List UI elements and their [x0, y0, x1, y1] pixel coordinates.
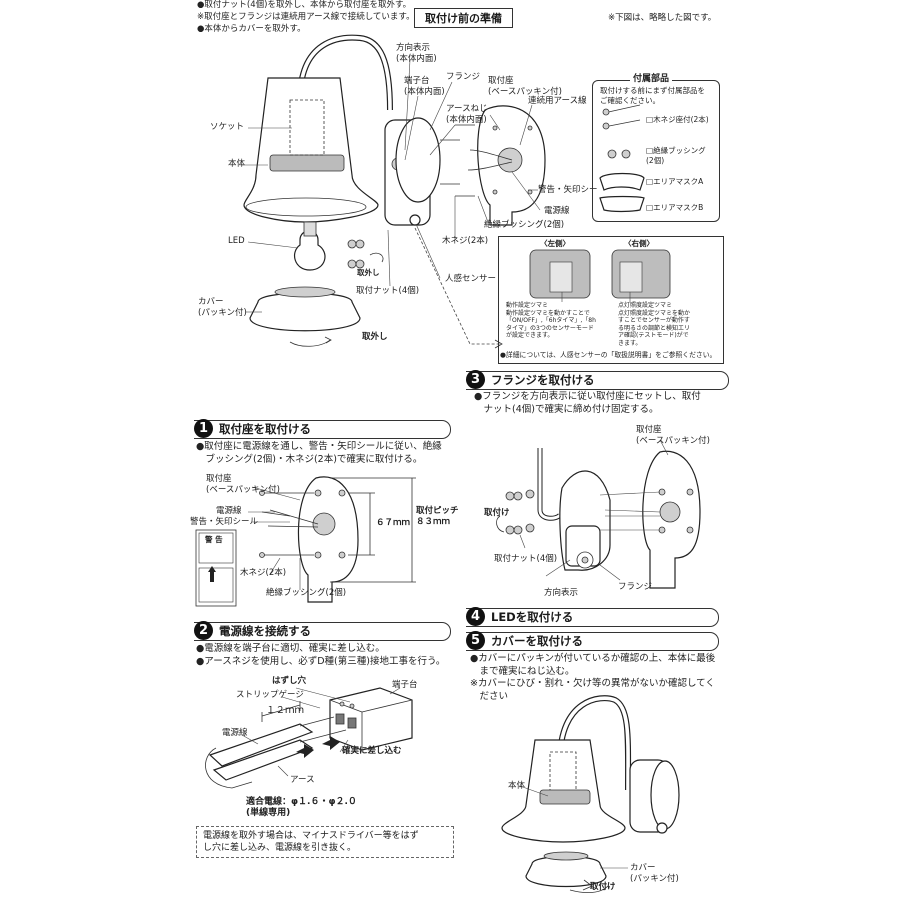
label-cover: カバー (パッキン付)	[198, 297, 247, 318]
accessories-desc: 取付けする前にまず付属部品を ご確認ください。	[600, 86, 705, 105]
step1-header: 1 取付座を取付ける	[194, 419, 451, 439]
step2-label-terminal: 端子台	[392, 680, 418, 690]
step3-header: 3 フランジを取付ける	[466, 370, 729, 390]
step5-title: カバーを取付ける	[491, 634, 583, 648]
step2-label-power: 電源線	[222, 728, 248, 738]
step1-title: 取付座を取付ける	[219, 422, 311, 436]
label-direction: 方向表示 (本体内面)	[396, 43, 437, 64]
label-warning-seal: 警告・矢印シー	[538, 185, 598, 195]
sensor-right-caption: 点灯照度設定ツマミ 点灯照度設定ツマミを動か すことでセンサーが動作す る明るさ…	[618, 302, 691, 347]
sensor-panel	[498, 236, 724, 364]
step1-label-67: ６７ｍｍ	[376, 518, 411, 528]
label-nut: 取付ナット(4個)	[356, 286, 420, 296]
label-earth-screw: アースねじ (本体内面)	[446, 104, 488, 125]
step3-number: 3	[466, 370, 485, 389]
step5-number: 5	[466, 631, 485, 650]
top-note-1: ●取付ナット(4個)を取外し、本体から取付座を取外す。	[197, 0, 412, 10]
top-note-2: ※取付座とフランジは連続用アース線で接続しています。	[197, 12, 415, 22]
label-terminal: 端子台 (本体内面)	[404, 76, 445, 97]
sensor-footnote: ●詳細については、人感センサーの「取扱説明書」をご参照ください。	[500, 351, 717, 359]
step2-label-hole: はずし穴	[272, 676, 307, 686]
step2-label-12mm: １２ｍｍ	[266, 705, 305, 716]
accessory-item-1: □木ネジ座付(2本)	[646, 115, 709, 124]
step2-header: 2 電源線を接続する	[194, 621, 451, 641]
step1-label-bushing: 絶縁ブッシング(2個)	[266, 588, 347, 598]
step3-label-nut: 取付ナット(4個)	[494, 554, 558, 564]
sensor-right-label: 〈右側〉	[624, 239, 654, 248]
label-earth-wire: 連続用アース線	[528, 96, 587, 106]
step1-text: ●取付座に電源線を通し、警告・矢印シールに従い、絶縁 ブッシング(2個)・木ネジ…	[196, 441, 442, 465]
label-remove-2: 取外し	[362, 332, 388, 342]
step1-label-base: 取付座 (ベースパッキン付)	[206, 474, 280, 495]
accessories-title: 付属部品	[630, 74, 673, 85]
label-led: LED	[228, 236, 245, 246]
step2-wire-spec: 適合電線：φ１.６・φ２.０ (単線専用)	[246, 797, 357, 818]
step2-title: 電源線を接続する	[219, 624, 311, 638]
step1-warn-head: 警 告	[205, 535, 223, 544]
step2-label-gauge: ストリップゲージ	[236, 690, 304, 700]
step2-note: 電源線を取外す場合は、マイナスドライバー等をはず し穴に差し込み、電源線を引き抜…	[196, 826, 454, 858]
step3-title: フランジを取付ける	[491, 373, 595, 387]
label-remove-1: 取外し	[357, 268, 380, 277]
label-sensor: 人感センサー	[445, 274, 497, 284]
step3-label-flange: フランジ	[618, 582, 653, 592]
step1-label-seal: 警告・矢印シール	[190, 517, 259, 527]
step3-text: ●フランジを方向表示に従い取付座にセットし、取付 ナット(4個)で確実に締め付け…	[474, 391, 701, 415]
step4-header: 4 LEDを取付ける	[466, 607, 719, 627]
accessory-item-2: □絶縁ブッシング (2個)	[646, 146, 706, 165]
top-note-3: ●本体からカバーを取外す。	[197, 24, 306, 34]
label-body: 本体	[228, 159, 246, 169]
accessory-item-3: □エリアマスクA	[646, 177, 704, 186]
step2-number: 2	[194, 621, 213, 640]
label-flange: フランジ	[446, 72, 481, 82]
sensor-left-label: 〈左側〉	[540, 239, 570, 248]
label-wood-screw: 木ネジ(2本)	[442, 236, 489, 246]
step3-label-attach: 取付け	[484, 508, 510, 518]
step3-label-base: 取付座 (ベースパッキン付)	[636, 425, 710, 446]
step1-label-power: 電源線	[216, 506, 242, 516]
accessory-item-4: □エリアマスクB	[646, 203, 704, 212]
step3-label-direction: 方向表示	[544, 588, 579, 598]
step5-header: 5 カバーを取付ける	[466, 631, 719, 651]
step1-label-pitch: 取付ピッチ ８３ｍｍ	[416, 506, 459, 527]
step4-title: LEDを取付ける	[491, 610, 574, 624]
abbrev-note: ※下図は、略略した図です。	[608, 13, 717, 23]
step5-label-attach: 取付け	[590, 882, 616, 892]
step1-number: 1	[194, 419, 213, 438]
step2-label-insert: 確実に差し込む	[342, 746, 402, 756]
prep-title: 取付け前の準備	[414, 8, 513, 28]
step5-label-cover: カバー (パッキン付)	[630, 863, 679, 884]
label-mount-base: 取付座 (ベースパッキン付)	[488, 76, 562, 97]
step5-label-body: 本体	[508, 781, 526, 791]
label-bushing: 絶縁ブッシング(2個)	[484, 220, 565, 230]
sensor-left-caption: 動作設定ツマミ 動作設定ツマミを動かすことで 「ON/OFF」,「6hタイマ」,…	[506, 302, 596, 340]
step2-label-earth: アース	[290, 775, 315, 785]
step1-label-screw: 木ネジ(2本)	[240, 568, 287, 578]
step4-number: 4	[466, 607, 485, 626]
step2-text: ●電源線を端子台に適切、確実に差し込む。 ●アースネジを使用し、必ずD種(第三種…	[196, 643, 446, 667]
label-power-wire: 電源線	[544, 206, 570, 216]
label-socket: ソケット	[210, 122, 245, 132]
step5-text: ●カバーにパッキンが付いているか確認の上、本体に最後 まで確実にねじ込む。 ※カ…	[470, 653, 716, 702]
